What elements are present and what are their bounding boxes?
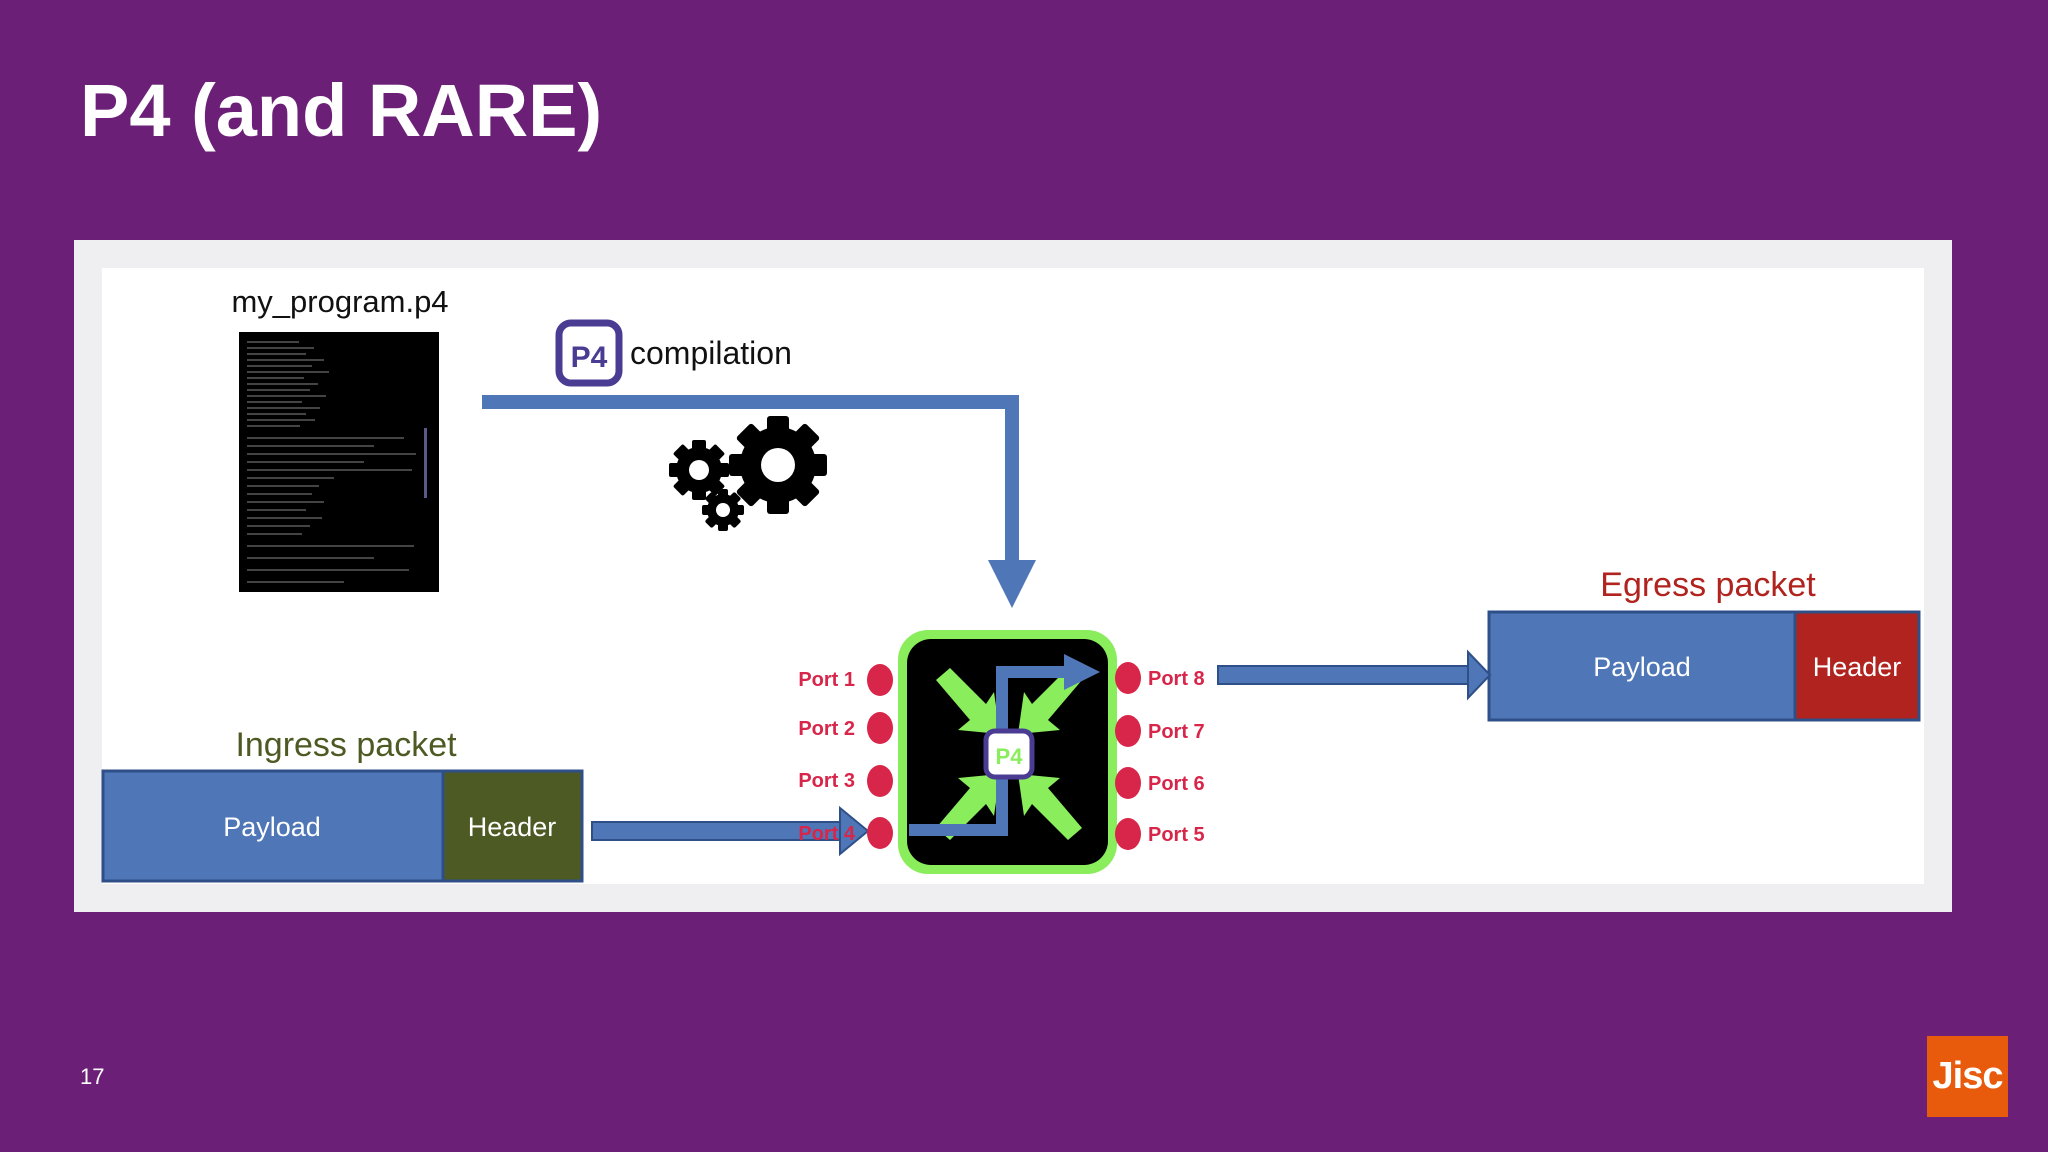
compilation-arrowhead bbox=[988, 560, 1036, 608]
code-listing-thumbnail bbox=[239, 332, 439, 592]
port-dot bbox=[867, 765, 893, 797]
ingress-payload-box bbox=[101, 769, 445, 883]
ingress-payload-label: Payload bbox=[223, 812, 321, 842]
port-label: Port 6 bbox=[1148, 773, 1205, 795]
port-label: Port 3 bbox=[798, 770, 855, 792]
port-label: Port 8 bbox=[1148, 668, 1205, 690]
port-label: Port 2 bbox=[798, 718, 855, 740]
p4-logo-icon: P4 bbox=[555, 319, 623, 387]
port-dot bbox=[1115, 715, 1141, 747]
port-dot bbox=[1115, 818, 1141, 850]
egress-packet: Payload Header bbox=[1487, 610, 1921, 722]
gears-icon bbox=[669, 416, 827, 531]
port-label: Port 4 bbox=[798, 823, 856, 845]
ports-left: Port 1 Port 2 Port 3 Port 4 bbox=[798, 664, 893, 849]
slide-title: P4 (and RARE) bbox=[80, 69, 603, 152]
port-dot bbox=[867, 664, 893, 696]
port-dot bbox=[1115, 662, 1141, 694]
switch-p4-badge-text: P4 bbox=[996, 744, 1024, 769]
p4-pipeline-diagram: my_program.p4 bbox=[101, 268, 1924, 884]
egress-arrow bbox=[1217, 649, 1492, 701]
egress-header-label: Header bbox=[1813, 652, 1902, 682]
port-label: Port 7 bbox=[1148, 721, 1205, 743]
egress-header-box bbox=[1793, 610, 1921, 722]
p4-logo-text: P4 bbox=[571, 341, 608, 374]
egress-packet-title: Egress packet bbox=[1600, 566, 1816, 604]
port-label: Port 1 bbox=[798, 669, 855, 691]
program-file-label: my_program.p4 bbox=[231, 284, 448, 319]
ports-right: Port 8 Port 7 Port 6 Port 5 bbox=[1115, 662, 1205, 850]
compilation-label: compilation bbox=[630, 335, 792, 371]
diagram-panel: my_program.p4 bbox=[74, 240, 1952, 912]
ingress-arrow bbox=[591, 805, 870, 857]
ingress-header-label: Header bbox=[468, 812, 557, 842]
ingress-packet: Payload Header bbox=[101, 769, 584, 883]
port-label: Port 5 bbox=[1148, 824, 1205, 846]
port-dot bbox=[867, 712, 893, 744]
page-number: 17 bbox=[80, 1064, 105, 1089]
port-dot bbox=[1115, 767, 1141, 799]
p4-switch-icon: P4 bbox=[898, 630, 1117, 874]
egress-payload-label: Payload bbox=[1593, 652, 1691, 682]
ingress-header-box bbox=[441, 769, 584, 883]
ingress-packet-title: Ingress packet bbox=[235, 726, 457, 764]
jisc-logo: Jisc bbox=[1927, 1036, 2008, 1117]
port-dot bbox=[867, 817, 893, 849]
compilation-arrow bbox=[482, 395, 1019, 580]
